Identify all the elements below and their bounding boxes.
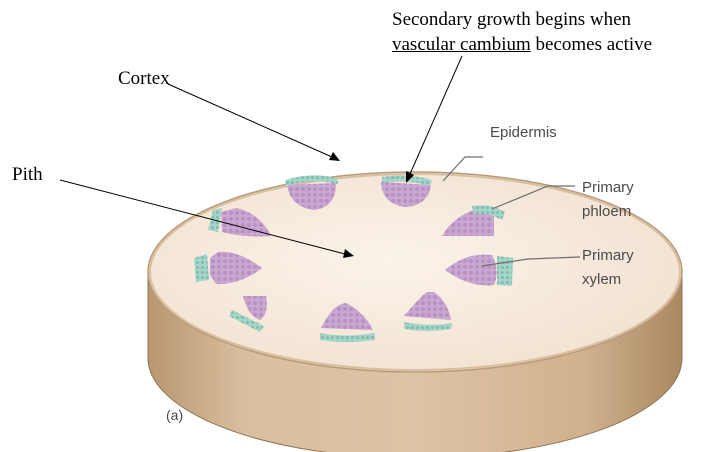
secondary-growth-line1: Secondary growth begins when — [392, 9, 631, 31]
phloem-cap — [497, 256, 513, 286]
pith-label: Pith — [12, 164, 43, 186]
primary-xylem-label-line2: xylem — [582, 271, 621, 289]
secondary-growth-line2-rest: becomes active — [531, 34, 652, 55]
primary-phloem-label-line1: Primary — [582, 179, 634, 197]
cambium-leader — [410, 56, 462, 174]
secondary-growth-line2: vascular cambium becomes active — [392, 34, 652, 56]
primary-xylem-label-line1: Primary — [582, 247, 634, 265]
panel-label: (a) — [166, 406, 183, 424]
primary-phloem-label-line2: phloem — [582, 203, 631, 221]
vascular-cambium-term: vascular cambium — [392, 34, 531, 55]
cortex-label: Cortex — [118, 68, 170, 90]
epidermis-label: Epidermis — [490, 124, 557, 142]
cortex-leader — [168, 84, 332, 157]
phloem-cap — [194, 254, 209, 282]
